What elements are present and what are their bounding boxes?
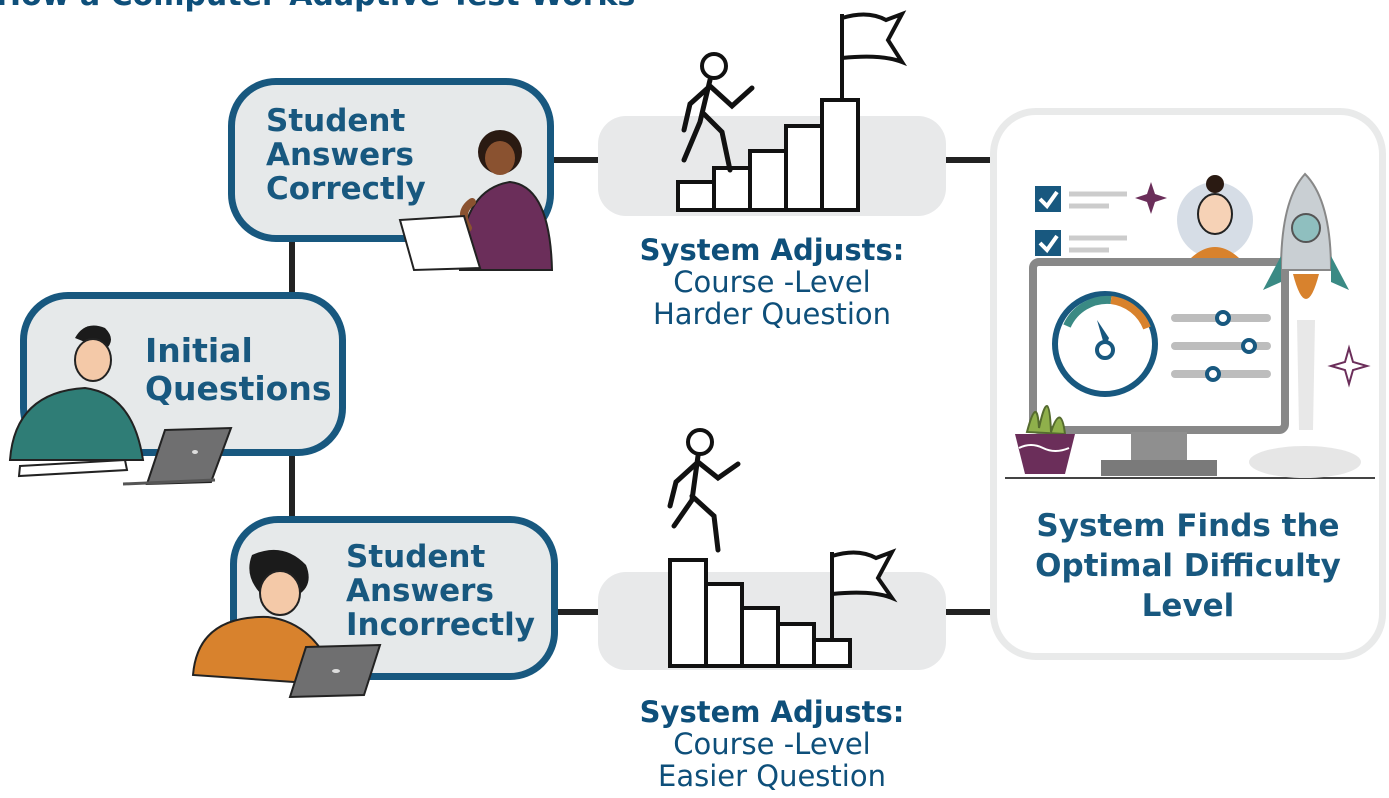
adjust-up-caption: System Adjusts: Course -Level Harder Que… <box>598 234 946 330</box>
result-label: System Finds the Optimal Difficulty Leve… <box>1035 508 1341 624</box>
adjust-up-line1: Course -Level <box>673 265 871 299</box>
plant-icon <box>1015 405 1075 474</box>
person-climbing-stairs-up-icon <box>676 10 908 212</box>
adjust-up-heading: System Adjusts: <box>639 233 905 267</box>
adjust-down-caption: System Adjusts: Course -Level Easier Que… <box>598 696 946 792</box>
adjust-down-line2: Easier Question <box>658 759 886 793</box>
optimal-difficulty-illustration <box>1005 172 1375 479</box>
node-answers-incorrectly-label: Student Answers Incorrectly <box>346 539 535 643</box>
student-incorrect-illustration <box>191 549 382 699</box>
student-initial-illustration <box>8 325 233 486</box>
diagram-title: How a Computer-Adaptive Test Works <box>0 0 635 13</box>
sparkle-icon <box>1135 182 1167 214</box>
node-answers-correctly-label: Student Answers Correctly <box>266 103 426 207</box>
checkbox-icon <box>1035 186 1127 256</box>
adjust-up-line2: Harder Question <box>652 297 892 331</box>
adjust-down-line1: Course -Level <box>673 727 871 761</box>
node-initial-questions-label: Initial Questions <box>145 331 332 408</box>
person-descending-stairs-icon <box>667 428 898 668</box>
adjust-down-heading: System Adjusts: <box>639 695 905 729</box>
student-correct-illustration <box>398 130 554 272</box>
gauge-icon <box>1052 291 1158 397</box>
rocket-icon <box>1249 172 1361 478</box>
